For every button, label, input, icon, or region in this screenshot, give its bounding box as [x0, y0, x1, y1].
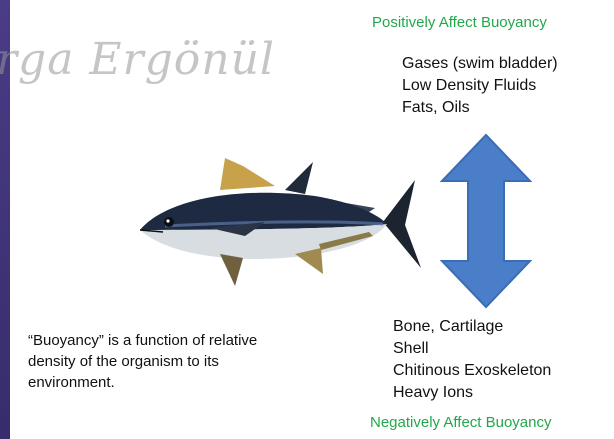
- list-item: Heavy Ions: [393, 382, 551, 404]
- tuna-fish-illustration: [125, 150, 425, 290]
- caption-text: “Buoyancy” is a function of relative den…: [28, 330, 308, 393]
- negative-list: Bone, Cartilage Shell Chitinous Exoskele…: [393, 316, 551, 404]
- positive-title: Positively Affect Buoyancy: [372, 14, 547, 31]
- slide: rga Ergönül Positively Affect Buoyancy G…: [10, 0, 614, 439]
- list-item: Low Density Fluids: [402, 75, 558, 97]
- watermark: rga Ergönül: [0, 34, 275, 85]
- eye-highlight: [166, 219, 169, 222]
- positive-list: Gases (swim bladder) Low Density Fluids …: [402, 53, 558, 119]
- negative-title: Negatively Affect Buoyancy: [370, 414, 552, 431]
- list-item: Fats, Oils: [402, 97, 558, 119]
- list-item: Gases (swim bladder): [402, 53, 558, 75]
- list-item: Chitinous Exoskeleton: [393, 360, 551, 382]
- tail-fin: [383, 180, 421, 268]
- second-dorsal-fin: [285, 162, 313, 194]
- list-item: Shell: [393, 338, 551, 360]
- pelvic-fin: [220, 254, 243, 286]
- dorsal-fin: [220, 158, 275, 190]
- double-vertical-arrow-icon: [440, 133, 532, 309]
- list-item: Bone, Cartilage: [393, 316, 551, 338]
